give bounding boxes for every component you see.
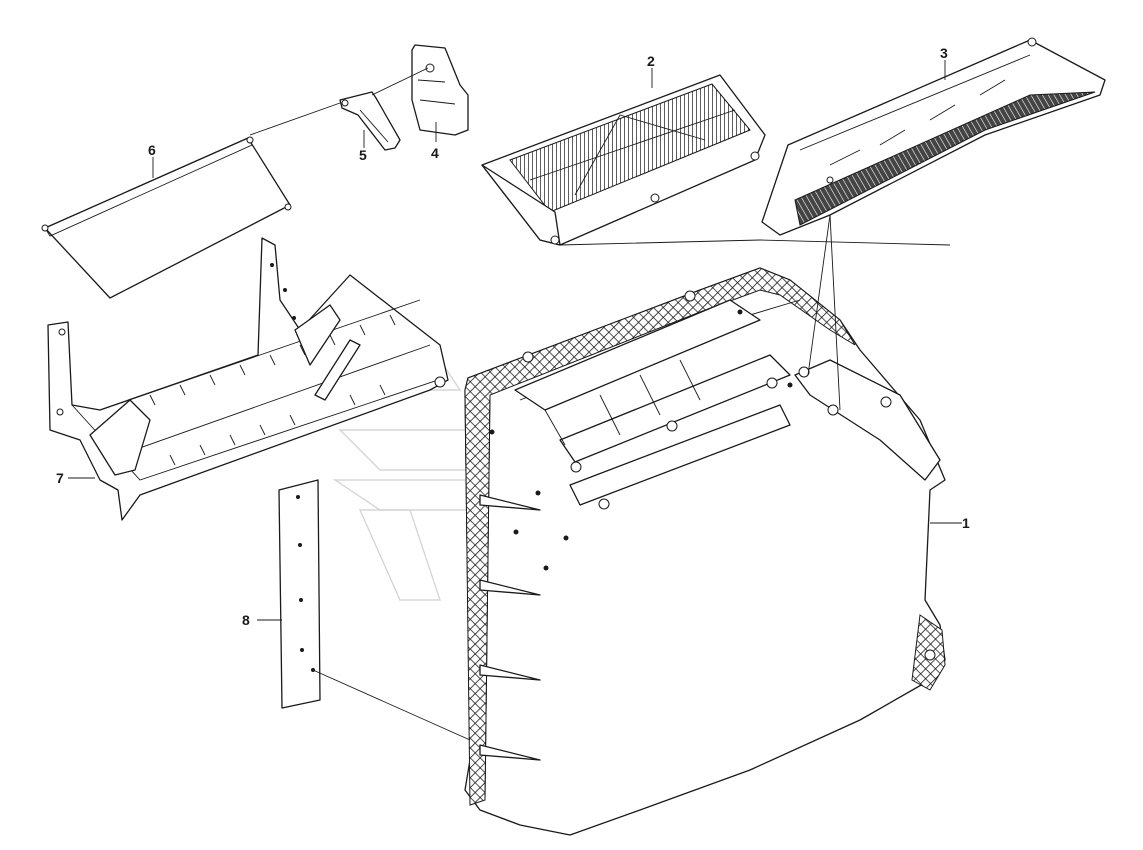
leader-lines — [68, 60, 962, 741]
part-2-filter — [481, 74, 766, 246]
callouts: 1 2 3 4 5 6 7 8 — [56, 45, 970, 628]
callout-6: 6 — [148, 142, 156, 158]
part-1-housing — [464, 267, 946, 836]
callout-4: 4 — [431, 145, 439, 161]
callout-1: 1 — [962, 515, 970, 531]
part-5-pin — [339, 91, 401, 151]
callout-2: 2 — [647, 53, 655, 69]
callout-3: 3 — [940, 45, 948, 61]
callout-5: 5 — [359, 147, 367, 163]
part-6-flap — [41, 136, 292, 299]
part-8-strip — [278, 479, 321, 709]
part-3-screen — [761, 37, 1106, 236]
callout-8: 8 — [242, 612, 250, 628]
part-7-tray — [47, 237, 449, 521]
callout-7: 7 — [56, 470, 64, 486]
part-4-bracket — [411, 44, 469, 136]
